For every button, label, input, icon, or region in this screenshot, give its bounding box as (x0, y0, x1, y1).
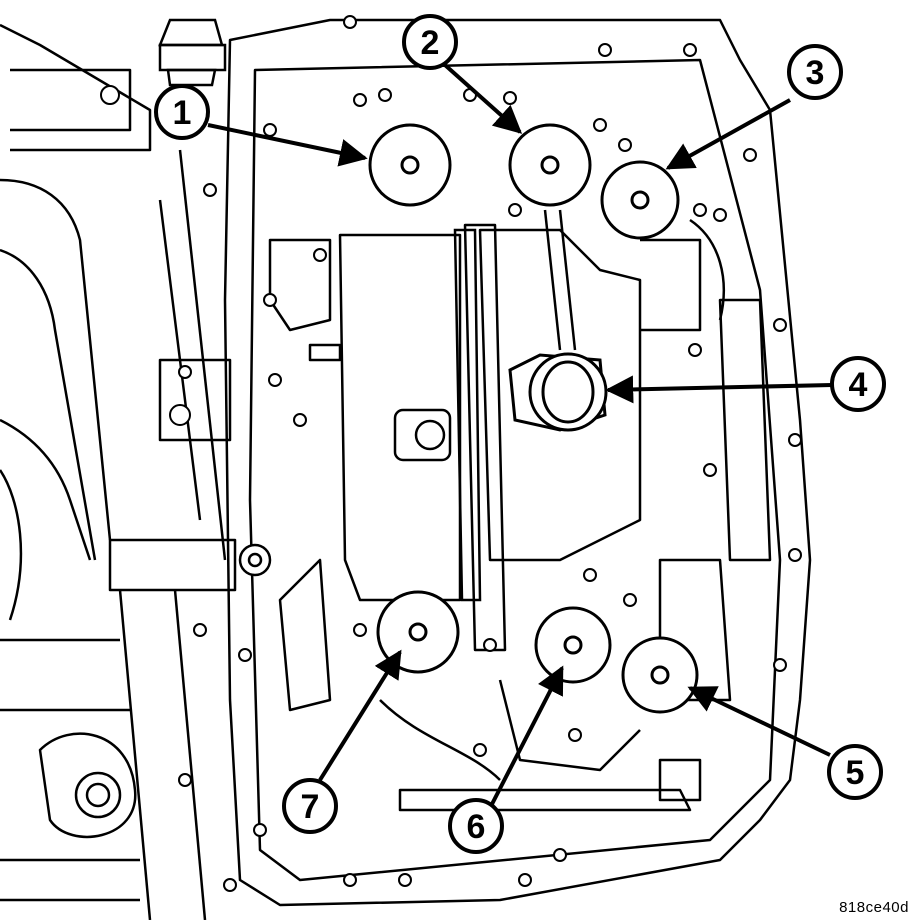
arrow-3 (665, 98, 791, 170)
callout-3: 3 (787, 44, 843, 100)
side-bosses (74, 408, 452, 819)
callout-6-label: 6 (467, 808, 486, 846)
callout-1-label: 1 (173, 94, 192, 132)
arrow-2 (443, 63, 523, 134)
center-rod (453, 228, 482, 602)
valve-plug-4 (508, 352, 608, 432)
callout-4-label: 4 (849, 366, 868, 404)
arrow-1 (207, 123, 368, 167)
top-bolt (158, 18, 227, 87)
callout-7: 7 (282, 778, 338, 834)
valve-plug-1 (368, 123, 452, 207)
callout-5-label: 5 (846, 754, 865, 792)
figure-id: 818ce40d (839, 899, 909, 916)
valve-plug-7 (376, 590, 460, 674)
arrow-5 (687, 686, 831, 757)
arrow-4 (605, 375, 833, 404)
valve-plug-6 (534, 606, 612, 684)
valve-plug-3 (600, 160, 680, 240)
arrow-7 (318, 649, 402, 782)
callout-7-label: 7 (301, 788, 320, 826)
valve-plug-2 (508, 123, 592, 207)
callout-3-label: 3 (806, 54, 825, 92)
callout-1: 1 (154, 84, 210, 140)
callout-2: 2 (402, 14, 458, 70)
callout-4: 4 (830, 356, 886, 412)
bolt-holes (100, 15, 802, 892)
leader-arrows (207, 63, 833, 809)
transmission-case (0, 23, 237, 920)
callout-2-label: 2 (421, 24, 440, 62)
valve-plug-5 (621, 636, 699, 714)
callout-5: 5 (827, 744, 883, 800)
arrow-6 (488, 665, 564, 809)
callout-6: 6 (448, 798, 504, 854)
